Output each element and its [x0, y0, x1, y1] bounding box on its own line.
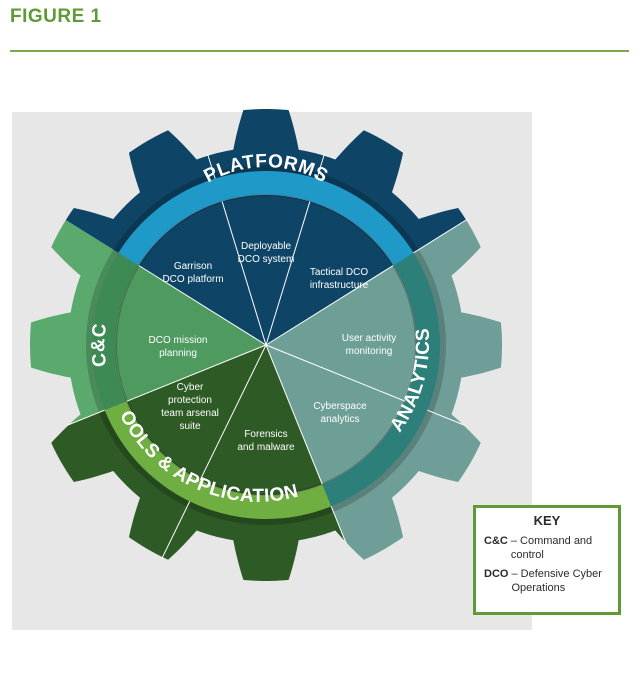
figure-title: FIGURE 1 — [10, 6, 102, 27]
segment-label-line: Cyber — [177, 382, 204, 393]
band-sector-analytics — [322, 252, 440, 507]
inner-segment — [200, 345, 323, 495]
segment-label: Tactical DCO infrastructure — [310, 267, 369, 291]
title-rule — [10, 50, 629, 52]
inner-segment — [126, 345, 266, 480]
inner-disc-edge — [115, 194, 417, 496]
divider-outer — [316, 153, 325, 179]
band-sector-platforms — [118, 171, 414, 266]
key-abbr: C&C — [484, 535, 508, 547]
key-definition: – Defensive Cyber Operations — [511, 568, 602, 594]
divider-outer — [161, 501, 191, 560]
segment-label-line: Forensics — [244, 429, 287, 440]
key-title: KEY — [533, 513, 561, 528]
segment-label: Forensics and malware — [237, 429, 295, 453]
inner-segment — [266, 345, 406, 485]
divider-inner — [221, 201, 267, 346]
segment-label: Cyberspace analytics — [313, 401, 367, 425]
band-sector-cc — [92, 252, 139, 411]
segment-label: Cyber protection team arsenal suite — [161, 382, 219, 432]
inner-segment — [138, 201, 266, 345]
band-sector-tools — [104, 401, 332, 519]
inner-segment — [266, 201, 394, 345]
segment-dividers — [67, 153, 469, 560]
segment-label-line: infrastructure — [310, 280, 369, 291]
ring-shadow — [86, 165, 446, 525]
divider-inner — [138, 265, 267, 346]
segment-label-line: Cyberspace — [313, 401, 367, 412]
divider-inner — [265, 201, 311, 346]
divider-inner — [199, 344, 267, 481]
segment-label-line: DCO mission — [149, 335, 208, 346]
key-abbr: DCO — [484, 568, 509, 580]
segment-label-line: Garrison — [174, 261, 212, 272]
segment-label-line: DCO platform — [162, 274, 223, 285]
divider-outer — [207, 153, 216, 179]
key-definition: – Command and control — [510, 535, 593, 561]
inner-disc — [115, 194, 417, 496]
ring-label-cc-path: C&C — [89, 322, 111, 367]
segment-label-line: analytics — [321, 414, 360, 425]
divider-outer — [427, 409, 465, 426]
segment-label-line: and malware — [237, 442, 295, 453]
segment-label-line: DCO system — [238, 254, 295, 265]
inner-segment — [222, 195, 310, 345]
segment-label-line: Tactical DCO — [310, 267, 369, 278]
ring-label-cc: C&C — [89, 322, 111, 367]
segment-label-line: protection — [168, 395, 212, 406]
segment-label-line: Deployable — [241, 241, 291, 252]
key-box: KEY C&C – Command and control DCO – Defe… — [473, 505, 621, 615]
divider-outer — [413, 218, 469, 254]
label-ring — [86, 165, 446, 525]
divider-inner — [126, 344, 267, 402]
segment-label: User activity monitoring — [342, 333, 396, 357]
segment-label-line: monitoring — [346, 346, 393, 357]
segment-label-line: suite — [179, 421, 201, 432]
divider-inner — [265, 344, 323, 485]
segment-label-line: team arsenal — [161, 408, 219, 419]
inner-segment — [115, 265, 266, 402]
segment-label-line: User activity — [342, 333, 396, 344]
key-item: DCO – Defensive Cyber Operations — [484, 567, 612, 595]
divider-inner — [265, 265, 394, 346]
divider-inner — [265, 344, 406, 402]
key-item: C&C – Command and control — [484, 534, 612, 562]
segment-label-line: planning — [159, 348, 197, 359]
segment-label: DCO mission planning — [149, 335, 208, 359]
divider-outer — [67, 409, 105, 426]
divider-outer — [330, 506, 347, 544]
inner-segment — [266, 265, 416, 402]
